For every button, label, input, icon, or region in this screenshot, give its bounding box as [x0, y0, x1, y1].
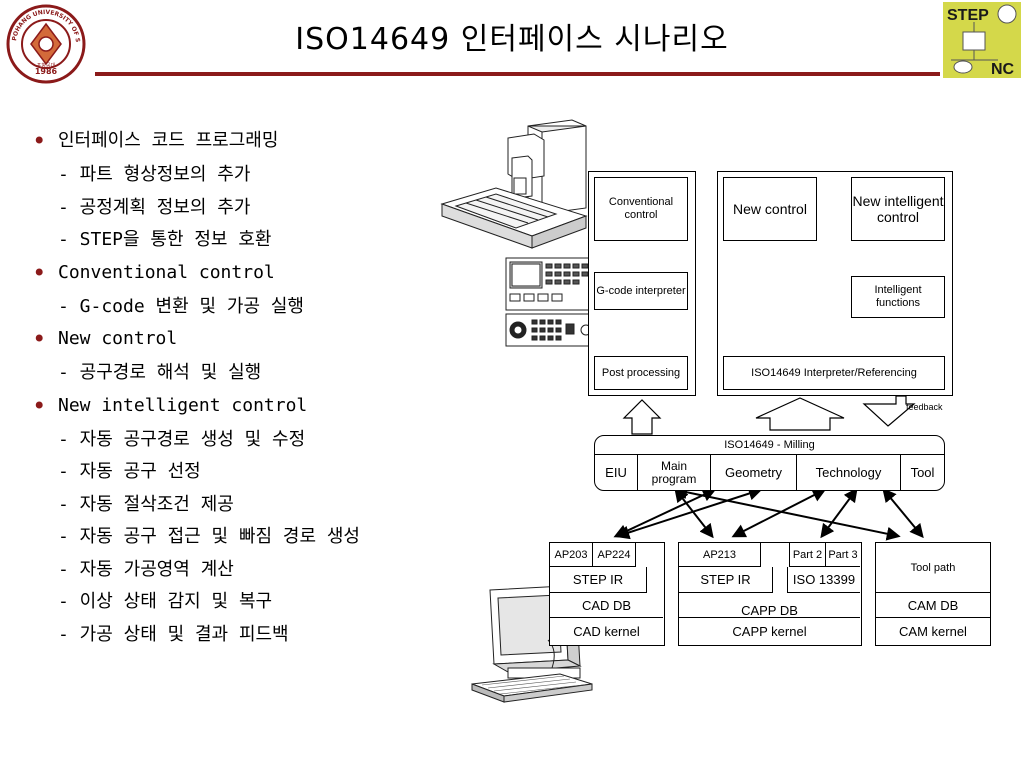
- capp-kernel: CAPP kernel: [732, 623, 807, 639]
- bullet-4-sub-5: - 자동 가공영역 계산: [58, 558, 234, 580]
- iso-milling-title: ISO14649 - Milling: [595, 436, 944, 455]
- iso-interpreter-box: ISO14649 Interpreter/Referencing: [723, 356, 945, 390]
- cam-kernel: CAM kernel: [899, 623, 967, 639]
- cam-db: CAM DB: [876, 593, 990, 618]
- capp-ap213: AP213: [679, 543, 761, 567]
- logo-korean: 포항공대: [37, 62, 56, 69]
- new-intelligent-control-box: New intelligent control: [851, 177, 945, 241]
- bullet-list: 인터페이스 코드 프로그래밍 - 파트 형상정보의 추가 - 공정계획 정보의 …: [30, 126, 460, 652]
- cad-db: CAD DB: [550, 593, 663, 618]
- milling-cell-main-program: Main program: [638, 455, 711, 490]
- post-processing-label: Post processing: [601, 366, 681, 379]
- milling-cell-eiu: EIU: [595, 455, 638, 490]
- left-logo: POHANG UNIVERSITY OF SCIENCE AND TECHNOL…: [3, 0, 86, 84]
- capp-db: CAPP DB: [679, 593, 860, 618]
- bullet-3: New control: [30, 324, 460, 358]
- bullet-4-sub-1: - 자동 공구경로 생성 및 수정: [58, 428, 306, 450]
- page-title: ISO14649 인터페이스 시나리오: [295, 22, 729, 57]
- bullet-1: 인터페이스 코드 프로그래밍: [30, 126, 460, 160]
- wide-up-arrow-icon: [755, 397, 845, 431]
- capp-step-ir: STEP IR: [679, 567, 773, 593]
- bullet-1-sub-1: - 파트 형상정보의 추가: [58, 164, 251, 185]
- cad-ap224: AP224: [593, 543, 636, 567]
- post-processing-box: Post processing: [594, 356, 688, 390]
- cad-step-ir: STEP IR: [550, 567, 647, 593]
- bullet-4-sub-2: - 자동 공구 선정: [58, 461, 201, 482]
- capp-part3: Part 3: [826, 543, 860, 567]
- bullet-4-sub-4: - 자동 공구 접근 및 빠짐 경로 생성: [58, 526, 360, 547]
- cad-ap203: AP203: [550, 543, 593, 567]
- capp-stack: AP213 Part 2 Part 3 STEP IR ISO 13399 CA…: [678, 542, 862, 646]
- milling-cell-tool: Tool: [910, 465, 935, 480]
- conventional-control-box: Conventional control: [594, 177, 688, 241]
- new-control-label: New control: [733, 201, 807, 217]
- gcode-interpreter-box: G-code interpreter: [594, 272, 688, 310]
- new-control-box: New control: [723, 177, 817, 241]
- bullet-2-sub-1: - G-code 변환 및 가공 실행: [58, 295, 304, 317]
- capp-iso13399: ISO 13399: [787, 567, 860, 593]
- bullet-1-sub-3: - STEP을 통한 정보 호환: [58, 229, 272, 250]
- bullet-3-sub-1: - 공구경로 해석 및 실행: [58, 362, 262, 383]
- hollow-up-arrow-icon: [622, 399, 662, 435]
- milling-cell-geometry: Geometry: [711, 455, 797, 490]
- feedback-label: feedback: [906, 402, 943, 412]
- bullet-4-sub-3: - 자동 절삭조건 제공: [58, 493, 234, 515]
- conventional-control-label: Conventional control: [608, 196, 674, 221]
- cam-tool-path: Tool path: [876, 543, 990, 593]
- cad-kernel: CAD kernel: [573, 623, 640, 639]
- intelligent-functions-label: Intelligent functions: [874, 284, 922, 309]
- gcode-interpreter-label: G-code interpreter: [596, 284, 686, 297]
- capp-part2: Part 2: [789, 543, 826, 567]
- new-intelligent-control-label: New intelligent control: [852, 193, 944, 225]
- iso-interpreter-label: ISO14649 Interpreter/Referencing: [751, 367, 917, 379]
- logo-nc-text: NC: [991, 61, 1015, 78]
- logo-step-text: STEP: [947, 7, 989, 24]
- title-divider: [95, 72, 940, 76]
- logo-year: 1986: [35, 67, 58, 76]
- cad-stack: AP203 AP224 STEP IR CAD DB CAD kernel: [549, 542, 665, 646]
- bullet-2: Conventional control: [30, 258, 460, 292]
- bullet-4: New intelligent control: [30, 391, 460, 425]
- bullet-4-sub-7: - 가공 상태 및 결과 피드백: [58, 623, 289, 645]
- iso-milling-block: ISO14649 - Milling EIU Main program Geom…: [594, 435, 945, 491]
- bullet-1-sub-2: - 공정계획 정보의 추가: [58, 196, 251, 218]
- bullet-4-sub-6: - 이상 상태 감지 및 복구: [58, 591, 273, 612]
- cam-stack: Tool path CAM DB CAM kernel: [875, 542, 991, 646]
- intelligent-functions-box: Intelligent functions: [851, 276, 945, 318]
- step-nc-logo: STEP NC: [943, 2, 1021, 78]
- milling-cell-technology: Technology: [797, 455, 901, 490]
- wide-down-arrow-icon: [862, 395, 916, 427]
